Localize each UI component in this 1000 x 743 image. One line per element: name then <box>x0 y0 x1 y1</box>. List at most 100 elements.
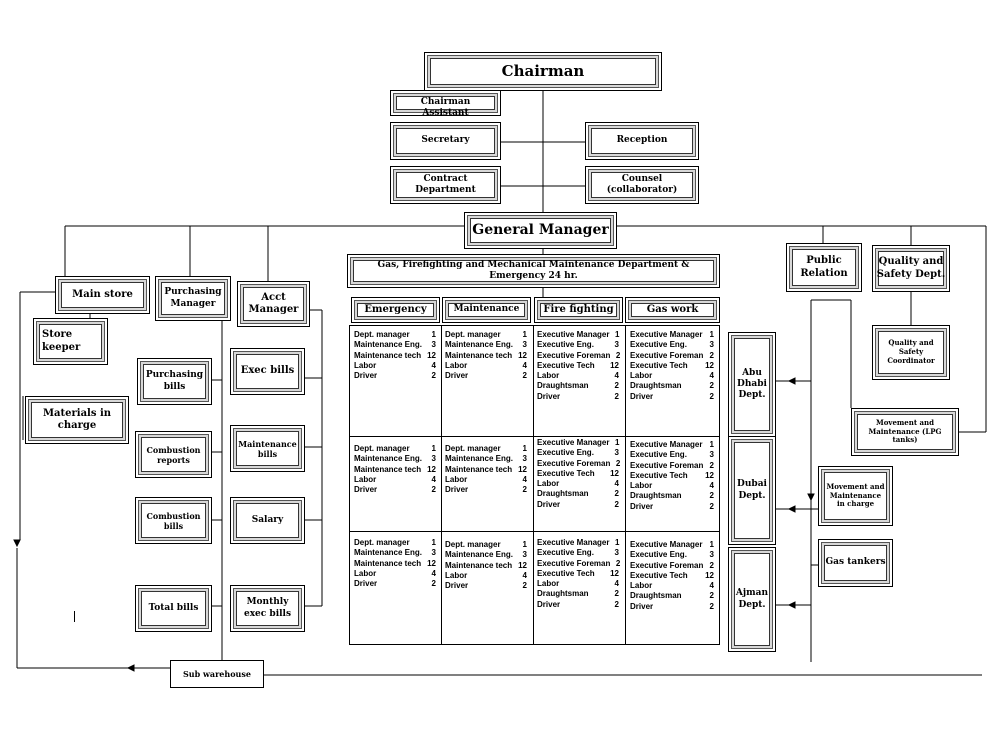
staff-count: 2 <box>615 350 621 360</box>
materials-in-charge-label: Materials in charge <box>42 407 112 432</box>
staff-role: Draughtsman <box>537 381 589 391</box>
purchasing-bills-label: Purchasing bills <box>145 370 204 392</box>
staff-row: Executive Eng.3 <box>537 448 619 458</box>
staff-role: Dept. manager <box>354 444 410 453</box>
monthly-exec-bills-label: Monthly exec bills <box>243 597 292 619</box>
staff-role: Driver <box>354 579 378 589</box>
public-relation-box: Public Relation <box>786 243 862 292</box>
staff-count: 1 <box>431 444 436 453</box>
staff-role: Draughtsman <box>630 381 682 391</box>
staff-row: Executive Manager 1 <box>537 330 619 340</box>
staff-count: 4 <box>614 579 619 589</box>
col-fire-box: Fire fighting <box>534 297 623 323</box>
staff-role: Dept. manager <box>445 444 501 453</box>
staff-count: 4 <box>709 371 714 381</box>
staff-role: Maintenance Eng. <box>354 548 423 558</box>
staff-role: Labor <box>445 570 468 580</box>
staff-count: 1 <box>709 330 714 339</box>
branch-ajman-box: Ajman Dept. <box>728 547 776 652</box>
combustion-bills-box: Combustion bills <box>135 497 212 544</box>
staff-role: Labor <box>537 479 560 489</box>
staff-role: Driver <box>537 391 561 401</box>
staff-role: Maintenance Eng. <box>445 550 514 560</box>
branch-dubai-box: Dubai Dept. <box>728 436 776 545</box>
staff-role: Driver <box>445 485 469 495</box>
col-maintenance-label: Maintenance <box>453 304 520 315</box>
staff-count: 4 <box>709 581 714 591</box>
staff-role: Labor <box>445 360 468 370</box>
combustion-bills-label: Combustion bills <box>146 510 201 531</box>
staff-role: Executive Foreman <box>630 460 704 470</box>
staff-row: Dept. manager 1 <box>354 444 436 454</box>
chairman-assistant-box: Chairman Assistant <box>390 90 501 118</box>
staff-count: 3 <box>431 548 436 558</box>
staff-role: Executive Tech <box>537 568 595 578</box>
staff-count: 3 <box>614 548 619 558</box>
staff-role: Maintenance tech <box>354 558 422 568</box>
staff-count: 1 <box>522 330 527 339</box>
staff-count: 12 <box>705 470 714 480</box>
gas-tankers-label: Gas tankers <box>825 557 886 568</box>
staff-row: Driver 2 <box>354 371 436 381</box>
staff-role: Executive Manager <box>537 330 610 339</box>
staff-count: 2 <box>709 350 714 360</box>
staff-count: 4 <box>522 360 527 370</box>
staff-role: Labor <box>630 481 653 491</box>
branch-dubai-label: Dubai Dept. <box>737 479 767 501</box>
main-store-label: Main store <box>72 288 133 300</box>
staff-role: Maintenance tech <box>445 464 513 474</box>
counsel-label: Counsel (collaborator) <box>606 173 678 195</box>
staff-count: 2 <box>522 485 527 495</box>
quality-safety-dept-box: Quality and Safety Dept. <box>872 245 950 292</box>
staff-role: Maintenance Eng. <box>445 340 514 350</box>
staff-row: Draughtsman 2 <box>537 381 619 391</box>
store-keeper-label: Store keeper <box>42 329 81 353</box>
staff-count: 2 <box>709 601 714 611</box>
staff-role: Executive Eng. <box>630 550 687 560</box>
staff-count: 2 <box>431 371 436 381</box>
staff-role: Driver <box>354 371 378 381</box>
combustion-reports-label: Combustion reports <box>146 444 201 465</box>
maintenance-bills-label: Maintenance bills <box>238 438 297 459</box>
staff-role: Executive Tech <box>630 360 688 370</box>
staff-role: Maintenance Eng. <box>354 454 423 464</box>
staff-role: Executive Eng. <box>537 340 594 350</box>
staff-count: 1 <box>615 330 620 339</box>
staff-role: Executive Tech <box>537 468 595 478</box>
staff-count: 2 <box>614 381 619 391</box>
staff-row: Executive Eng.3 <box>630 450 714 460</box>
contract-department-label: Contract Department <box>415 173 476 195</box>
staff-count: 2 <box>522 371 527 381</box>
movement-lpg-box: Movement and Maintenance (LPG tanks) <box>851 408 959 456</box>
acct-manager-box: Acct Manager <box>237 281 310 327</box>
staff-role: Executive Foreman <box>630 560 704 570</box>
staff-role: Maintenance tech <box>354 464 422 474</box>
staff-count: 12 <box>518 350 527 360</box>
staff-count: 12 <box>610 568 619 578</box>
